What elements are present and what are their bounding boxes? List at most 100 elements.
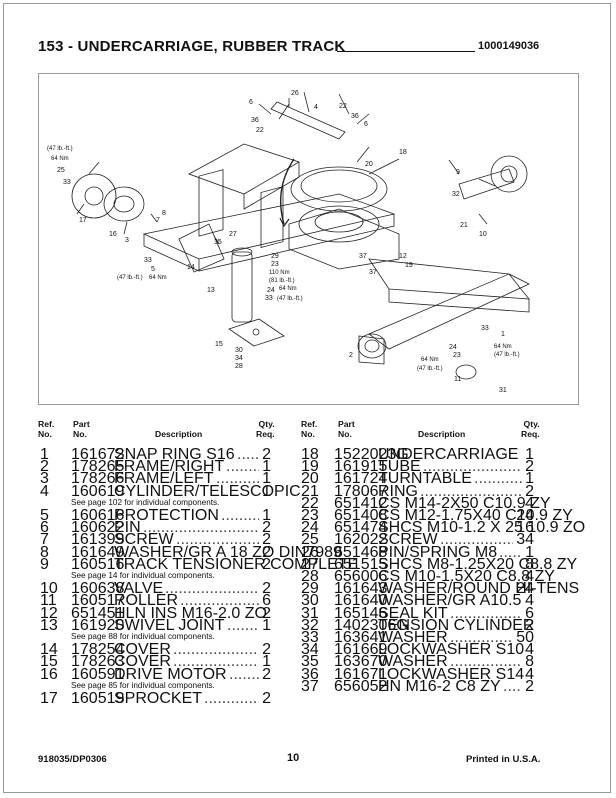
ref-no: 28 — [301, 568, 319, 585]
title-rule — [337, 51, 475, 52]
description: SEAL KIT — [378, 604, 448, 622]
table-row: 21178067RING2...........................… — [301, 482, 551, 500]
qty-req: 2 — [525, 677, 534, 695]
ref-no: 11 — [40, 592, 57, 610]
torque-note-5-lbft: (47 lb.-ft.) — [494, 352, 520, 358]
description: TUBE — [378, 458, 421, 476]
page-number: 10 — [287, 752, 300, 764]
part-no: 178254 — [71, 641, 125, 659]
desc-header-right: Description — [418, 429, 466, 439]
callout-4: 4 — [314, 104, 318, 111]
callout-1: 1 — [501, 331, 505, 338]
part-no: 161649 — [71, 543, 125, 561]
ref-no: 21 — [301, 482, 319, 500]
table-row: 20161724TURNTABLE1.................... — [301, 471, 551, 487]
row-note: See page 85 for individual components. — [71, 680, 215, 690]
description: WASHER — [378, 629, 448, 646]
qty-req: 1 — [525, 446, 534, 463]
dot-leader: .............. — [227, 619, 259, 632]
part-no: 161915 — [334, 458, 388, 476]
description: WASHER/ROUND HI-TENS — [378, 580, 580, 598]
dot-leader: .............. — [226, 461, 259, 474]
dot-leader: ................................... — [176, 534, 259, 547]
torque-note-3-lbft: (81 lb.-ft.) — [269, 278, 295, 284]
ref-header-right-line1: Ref. — [301, 419, 318, 429]
callout-34: 34 — [235, 355, 243, 362]
ref-no: 12 — [40, 604, 58, 622]
part-header: Part No. — [73, 419, 90, 439]
table-row: 35163670WASHER8.........................… — [301, 653, 551, 671]
exploded-diagram: 6 26 4 22 36 6 36 22 18 20 9 32 21 10 25… — [38, 73, 579, 405]
qty-header-right-line1: Qty. — [523, 419, 540, 429]
table-row: 17160519SPROCKET2....................... — [40, 690, 290, 707]
part-no: 161640 — [334, 592, 388, 610]
ref-no: 32 — [301, 616, 319, 634]
dot-leader: ........ — [503, 680, 522, 693]
ref-no: 19 — [301, 458, 319, 476]
description: SCREW — [378, 531, 438, 549]
description: HN M16-2 C8 ZY — [378, 677, 501, 695]
callout-33b: 33 — [144, 257, 152, 264]
ref-no: 25 — [301, 531, 319, 549]
qty-req: 2 — [262, 543, 271, 561]
ref-no: 37 — [301, 677, 319, 695]
qty-req: 1 — [262, 653, 271, 671]
document-id: 918035/DP0306 — [38, 754, 107, 765]
dot-leader: .............................. — [450, 607, 522, 620]
part-header-right: Part No. — [338, 419, 355, 439]
ref-no: 17 — [40, 690, 58, 707]
part-no: 651412 — [334, 494, 388, 512]
part-no: 651474 — [334, 519, 388, 537]
callout-31: 31 — [499, 387, 507, 394]
table-row: 11160517ROLLER6.........................… — [40, 592, 290, 610]
ref-no: 35 — [301, 653, 319, 671]
ref-no: 14 — [40, 641, 58, 659]
part-no: 161643 — [334, 580, 388, 598]
description: SNAP RING S16 — [114, 446, 235, 463]
qty-req: 4 — [525, 641, 534, 659]
ref-no: 7 — [40, 531, 49, 549]
dot-leader: ........................................… — [143, 522, 259, 535]
part-no: 656052 — [334, 677, 388, 695]
torque-note-5-nm: 64 Nm — [494, 344, 512, 350]
dot-leader: ................ — [221, 510, 259, 522]
row-note: See page 88 for individual components. — [71, 632, 215, 641]
ref-no: 34 — [301, 641, 319, 659]
table-row: 15178263COVER1..........................… — [40, 653, 290, 671]
callout-33c: 33 — [265, 295, 273, 302]
qty-req: 2 — [262, 690, 271, 707]
qty-req: 2 — [525, 616, 534, 634]
callout-28: 28 — [235, 363, 243, 370]
callout-12: 12 — [399, 253, 407, 260]
torque-note-4-nm: 64 Nm — [279, 286, 297, 292]
description: SCREW — [114, 531, 174, 549]
qty-req: 1 — [262, 470, 271, 488]
ref-no: 6 — [40, 519, 49, 537]
callout-24b: 24 — [449, 344, 457, 351]
callout-26: 26 — [291, 90, 299, 97]
part-no: 651451 — [71, 604, 125, 622]
table-row: 19161915TUBE2...........................… — [301, 458, 551, 476]
ref-no: 33 — [301, 629, 319, 646]
callout-9: 9 — [456, 169, 460, 176]
table-row: 10160638VALVE2..........................… — [40, 581, 290, 597]
dot-leader: .................. — [216, 473, 259, 486]
ref-no: 9 — [40, 555, 49, 573]
description: CS M10-1.5X20 C8.8 ZY — [378, 568, 555, 585]
qty-req: 8 — [525, 653, 534, 671]
qty-header-line2: Req. — [256, 429, 275, 439]
part-header-line2: No. — [73, 429, 87, 439]
table-row: 7161399SCREW2...........................… — [40, 531, 290, 549]
torque-note-3-nm: 110 Nm — [269, 270, 290, 276]
part-no: 163641 — [334, 629, 388, 646]
